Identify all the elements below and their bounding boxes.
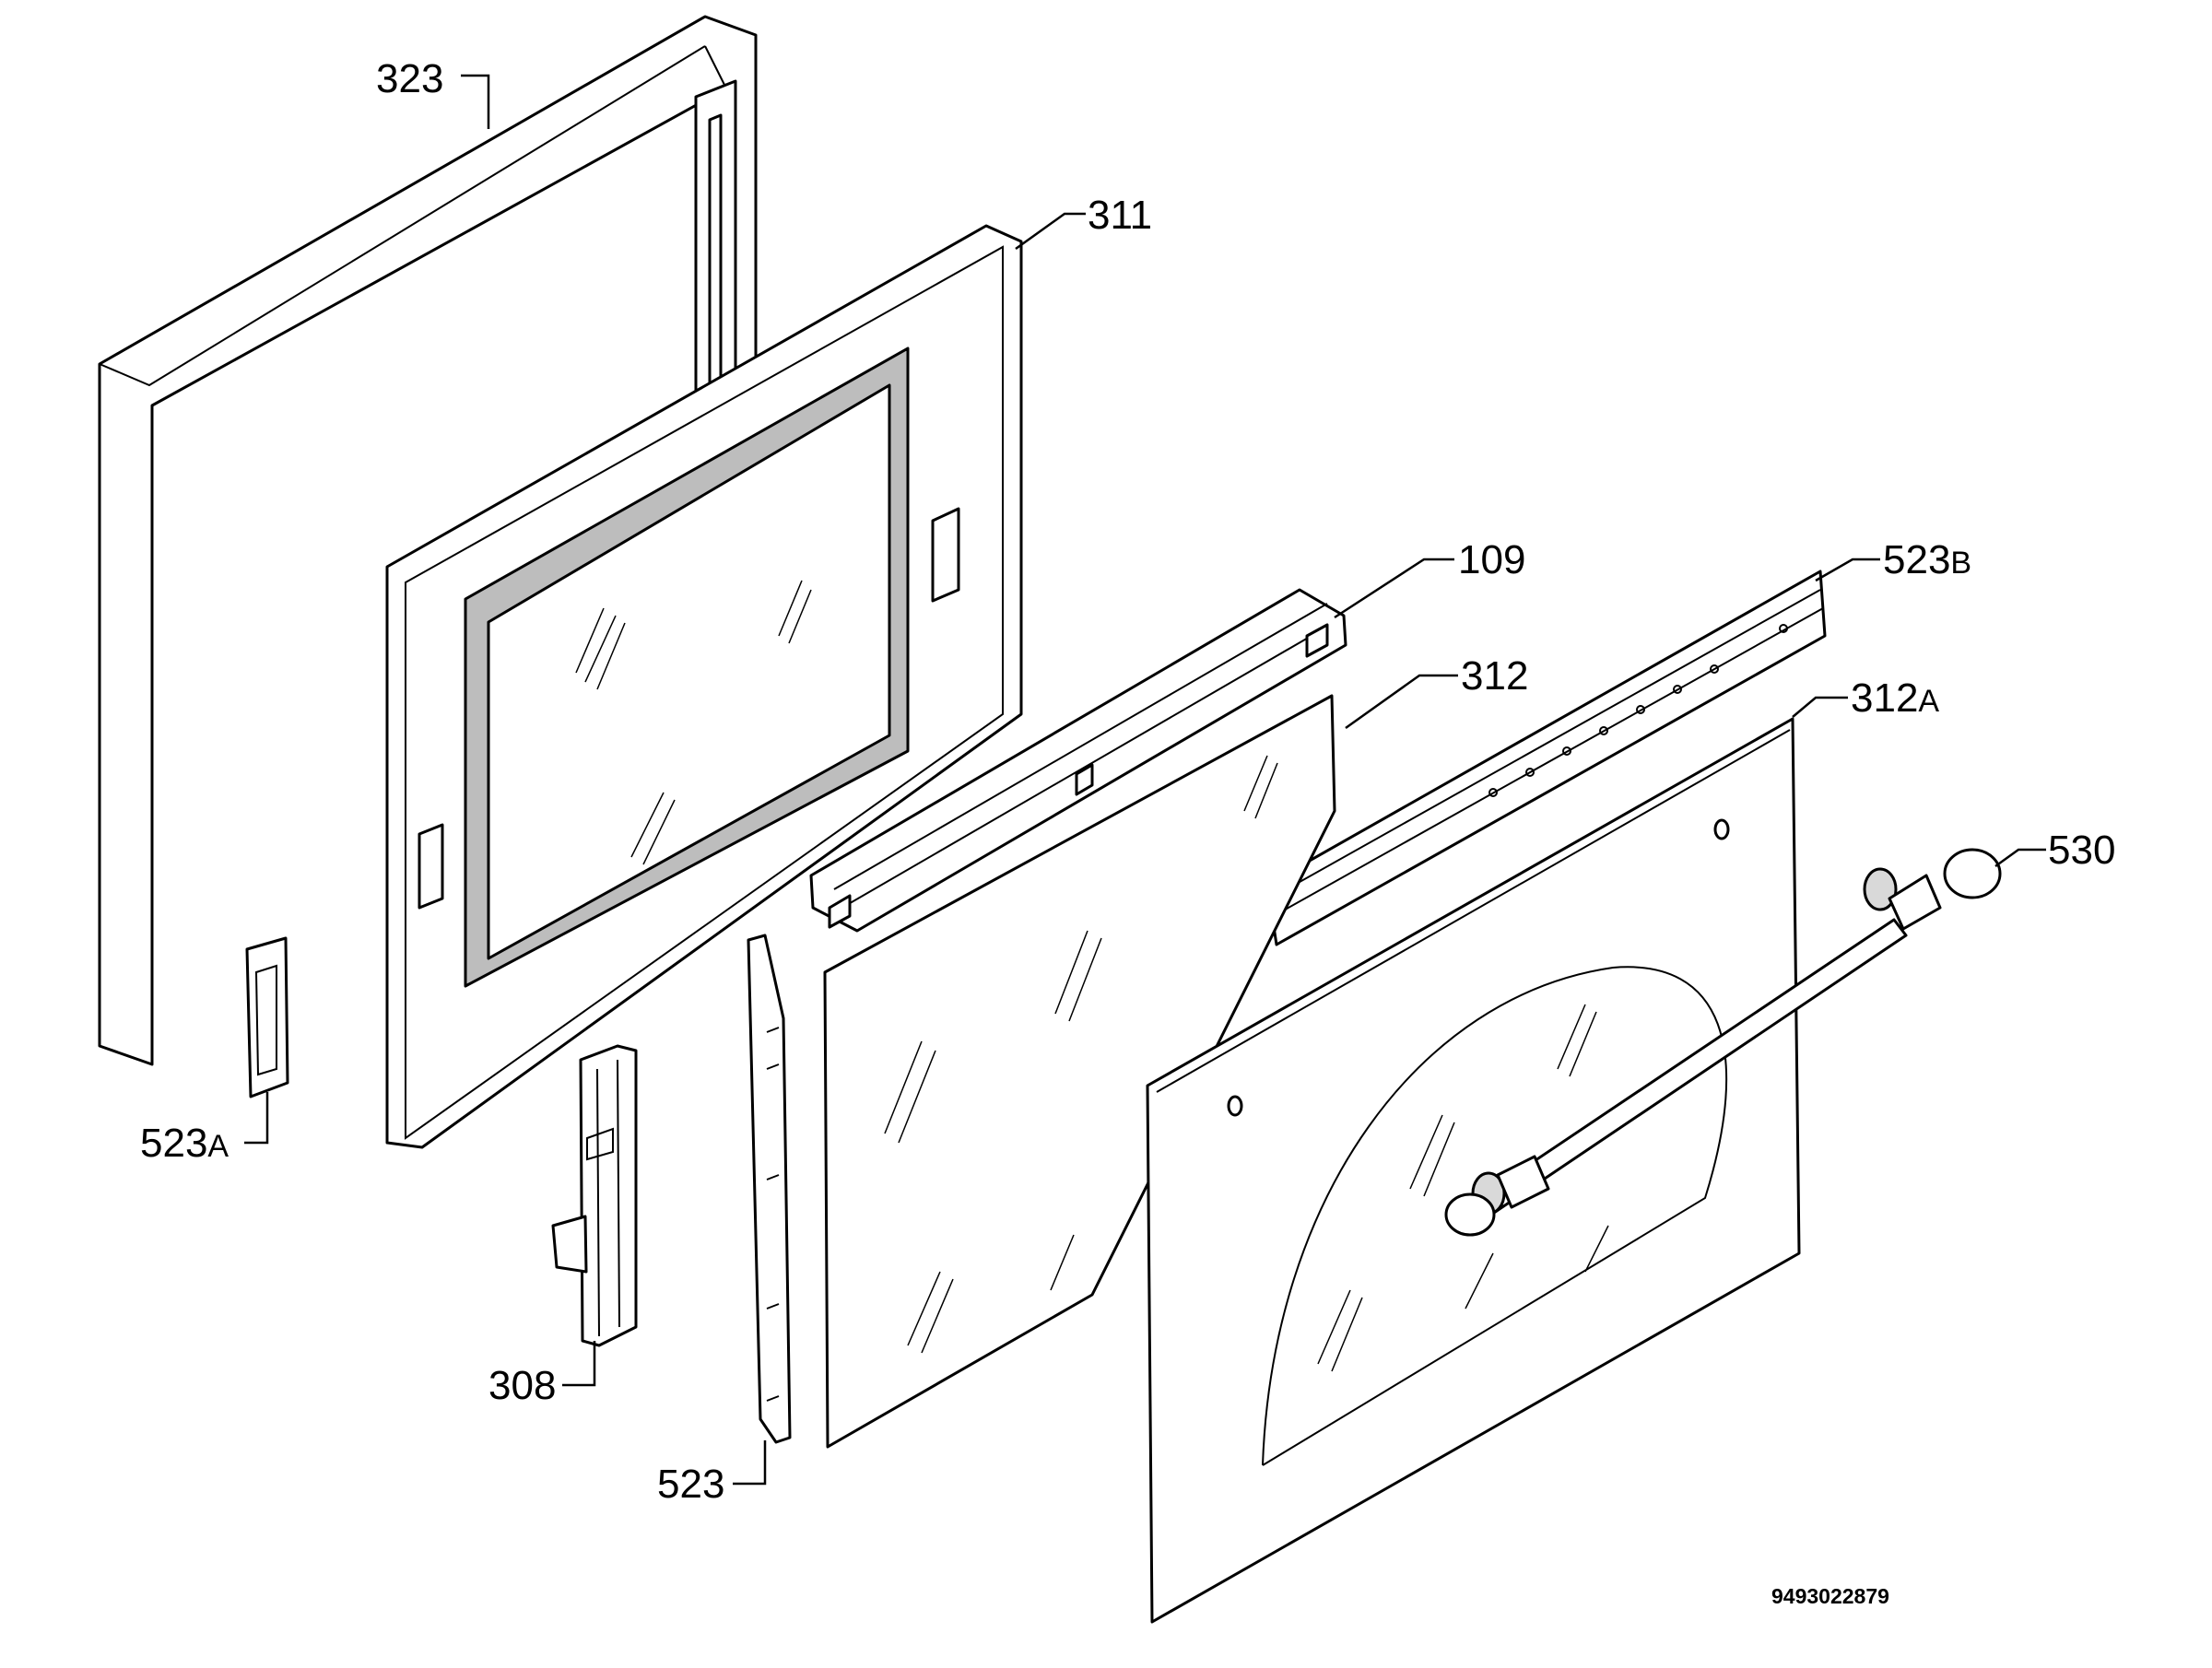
leader-lines [244,74,2046,1486]
door-handle-part [1444,848,2002,1237]
callout-523a: 523A [140,1121,229,1166]
callout-311: 311 [1088,193,1152,238]
inner-door-part [385,224,1023,1149]
callout-109: 109 [1458,537,1525,582]
callout-523b: 523B [1883,537,1971,582]
outer-glass-part [1146,717,1801,1624]
document-id: 9493022879 [1771,1584,1889,1608]
callout-312: 312 [1461,653,1528,699]
callout-530: 530 [2048,828,2115,873]
profile-part [809,588,1347,933]
callout-323: 323 [376,56,443,101]
callout-312a: 312A [1851,675,1939,721]
hinge-clip-part [245,936,289,1098]
hinge-part [551,1044,638,1347]
callout-523: 523 [657,1462,724,1507]
side-strip-part [747,934,792,1444]
callout-308: 308 [488,1363,556,1408]
